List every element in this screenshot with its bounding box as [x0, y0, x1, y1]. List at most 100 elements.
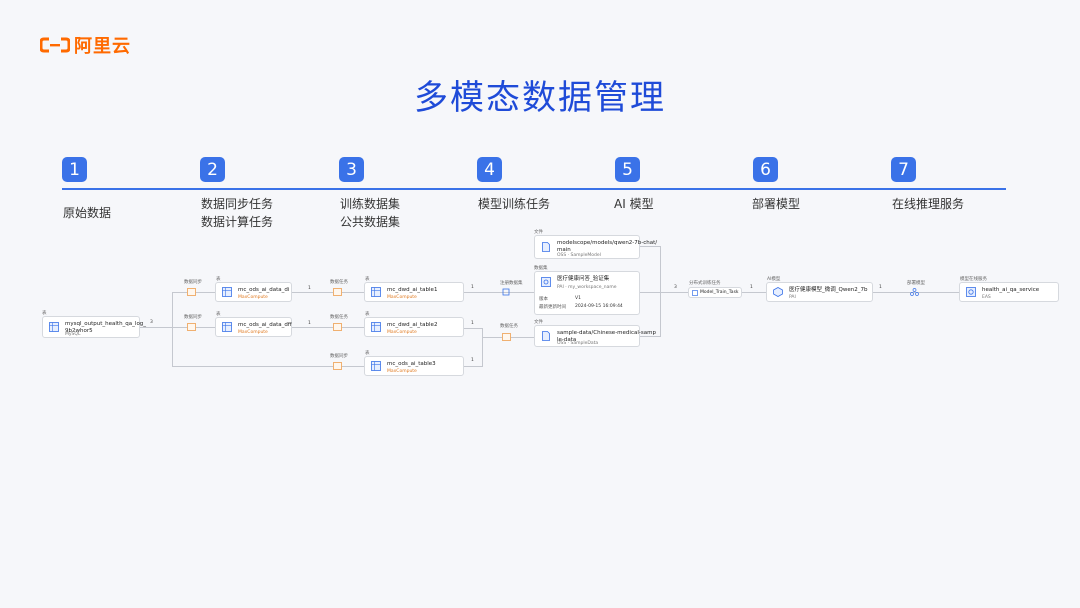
node-name: Model_Train_Task — [700, 290, 739, 295]
table-caption: 表 — [365, 312, 370, 317]
deploy-icon[interactable] — [910, 288, 919, 296]
service-caption: 模型在线服务 — [960, 277, 987, 282]
file-caption: 文件 — [534, 230, 543, 235]
edge-count: 3 — [150, 320, 153, 325]
edge — [292, 292, 364, 293]
table-caption: 表 — [216, 277, 221, 282]
table-node-di[interactable]: mc_ods_ai_data_di MaxCompute — [215, 282, 292, 302]
step-1-badge: 1 — [62, 157, 87, 182]
table-caption: 表 — [365, 277, 370, 282]
model-icon — [773, 287, 783, 297]
step-5-badge: 5 — [615, 157, 640, 182]
node-source: OSS · SampleModel — [557, 253, 601, 258]
table-icon — [371, 322, 381, 332]
step-3-badge: 3 — [339, 157, 364, 182]
version-key: 版本 — [539, 297, 548, 302]
ai-model-node[interactable]: 医疗健康模型_微调_Qwen2_7b PAI — [766, 282, 873, 302]
task-caption: 数据任务 — [330, 315, 348, 320]
node-source: MaxCompute — [387, 369, 417, 374]
model-caption: AI模型 — [767, 277, 781, 282]
sync-task-icon[interactable] — [187, 288, 196, 296]
node-name: mc_ods_ai_table3 — [387, 361, 436, 367]
step-4-label: 模型训练任务 — [478, 197, 551, 211]
dataset-node[interactable]: 医疗健康问答_验证集 PAI · my_workspace_name 版本 V1… — [534, 271, 640, 315]
service-node[interactable]: health_ai_qa_service EAS — [959, 282, 1059, 302]
node-source: PAI · my_workspace_name — [557, 285, 617, 290]
node-name: mc_dwd_ai_table2 — [387, 322, 438, 328]
edge — [640, 292, 688, 293]
edge — [172, 366, 364, 367]
edge-count: 3 — [674, 285, 677, 290]
edge — [140, 327, 172, 328]
step-6-label: 部署模型 — [752, 197, 801, 211]
node-source: PAI — [789, 295, 796, 300]
node-source: MaxCompute — [238, 330, 268, 335]
edge — [172, 292, 173, 366]
train-caption: 分布式训练任务 — [689, 281, 721, 286]
train-icon — [692, 290, 698, 296]
node-name: sample-data/Chinese-medical-samp — [557, 330, 656, 336]
node-name: le-data — [557, 337, 577, 343]
register-dataset-icon[interactable] — [502, 288, 510, 296]
node-name: 医疗健康模型_微调_Qwen2_7b — [789, 287, 868, 293]
aliyun-logo-icon — [40, 37, 70, 53]
sync-task-icon[interactable] — [187, 323, 196, 331]
file-icon — [542, 331, 550, 341]
node-name: mc_dwd_ai_table1 — [387, 287, 438, 293]
file-node-model[interactable]: modelscope/models/qwen2-7b-chat/main OSS… — [534, 235, 657, 259]
page-title: 多模态数据管理 — [414, 78, 666, 118]
deploy-caption: 部署模型 — [907, 281, 925, 286]
table-icon — [222, 287, 232, 297]
table-node-dff[interactable]: mc_ods_ai_data_dff MaxCompute — [215, 317, 292, 337]
edge-count: 1 — [471, 285, 474, 290]
edge-count: 1 — [308, 321, 311, 326]
edge — [292, 327, 364, 328]
task-caption: 数据任务 — [330, 280, 348, 285]
data-task-icon[interactable] — [333, 288, 342, 296]
edge — [640, 336, 660, 337]
node-name: 医疗健康问答_验证集 — [557, 276, 610, 282]
node-source: MaxCompute — [387, 295, 417, 300]
edge — [464, 328, 482, 329]
version-value: V1 — [575, 296, 581, 301]
table-node-table2[interactable]: mc_dwd_ai_table2 MaxCompute — [364, 317, 464, 337]
edge — [640, 246, 660, 247]
node-name: health_ai_qa_service — [982, 287, 1040, 293]
node-source: MaxCompute — [387, 330, 417, 335]
task-caption: 数据同步 — [330, 354, 348, 359]
aliyun-logo: 阿里云 — [40, 32, 131, 58]
dataset-icon — [541, 277, 551, 287]
step-6-badge: 6 — [753, 157, 778, 182]
sync-task-icon[interactable] — [333, 362, 342, 370]
edge-count: 1 — [308, 286, 311, 291]
node-source: EAS — [982, 295, 991, 300]
table-node-table1[interactable]: mc_dwd_ai_table1 MaxCompute — [364, 282, 464, 302]
step-2-badge: 2 — [200, 157, 225, 182]
edge — [464, 292, 534, 293]
table-node-table3[interactable]: mc_ods_ai_table3 MaxCompute — [364, 356, 464, 376]
table-icon — [371, 361, 381, 371]
source-table-node[interactable]: mysql_output_health_qa_log_9b2whor5 MySQ… — [42, 316, 146, 338]
edge-count: 1 — [471, 321, 474, 326]
node-name: mc_ods_ai_data_dff — [238, 322, 292, 328]
node-name: mysql_output_health_qa_log_ — [65, 321, 147, 327]
data-task-icon[interactable] — [333, 323, 342, 331]
datajob-caption: 数据任务 — [500, 324, 518, 329]
data-task-icon[interactable] — [502, 333, 511, 341]
step-7-label: 在线推理服务 — [892, 197, 965, 211]
table-caption: 表 — [365, 351, 370, 356]
node-name: modelscope/models/qwen2-7b-chat/ — [557, 240, 658, 246]
train-task-node[interactable]: Model_Train_Task — [688, 287, 742, 298]
node-name: main — [557, 247, 571, 253]
step-1-label: 原始数据 — [63, 206, 112, 220]
edge — [482, 328, 483, 367]
table-icon — [49, 322, 59, 332]
node-name: 9b2whor5 — [65, 328, 93, 334]
sync-caption: 数据同步 — [184, 315, 202, 320]
step-2-label: 数据同步任务数据计算任务 — [201, 197, 274, 229]
edge — [742, 292, 766, 293]
node-source: MySQL — [65, 332, 81, 337]
step-4-badge: 4 — [477, 157, 502, 182]
dataset-caption: 数据集 — [534, 266, 548, 271]
